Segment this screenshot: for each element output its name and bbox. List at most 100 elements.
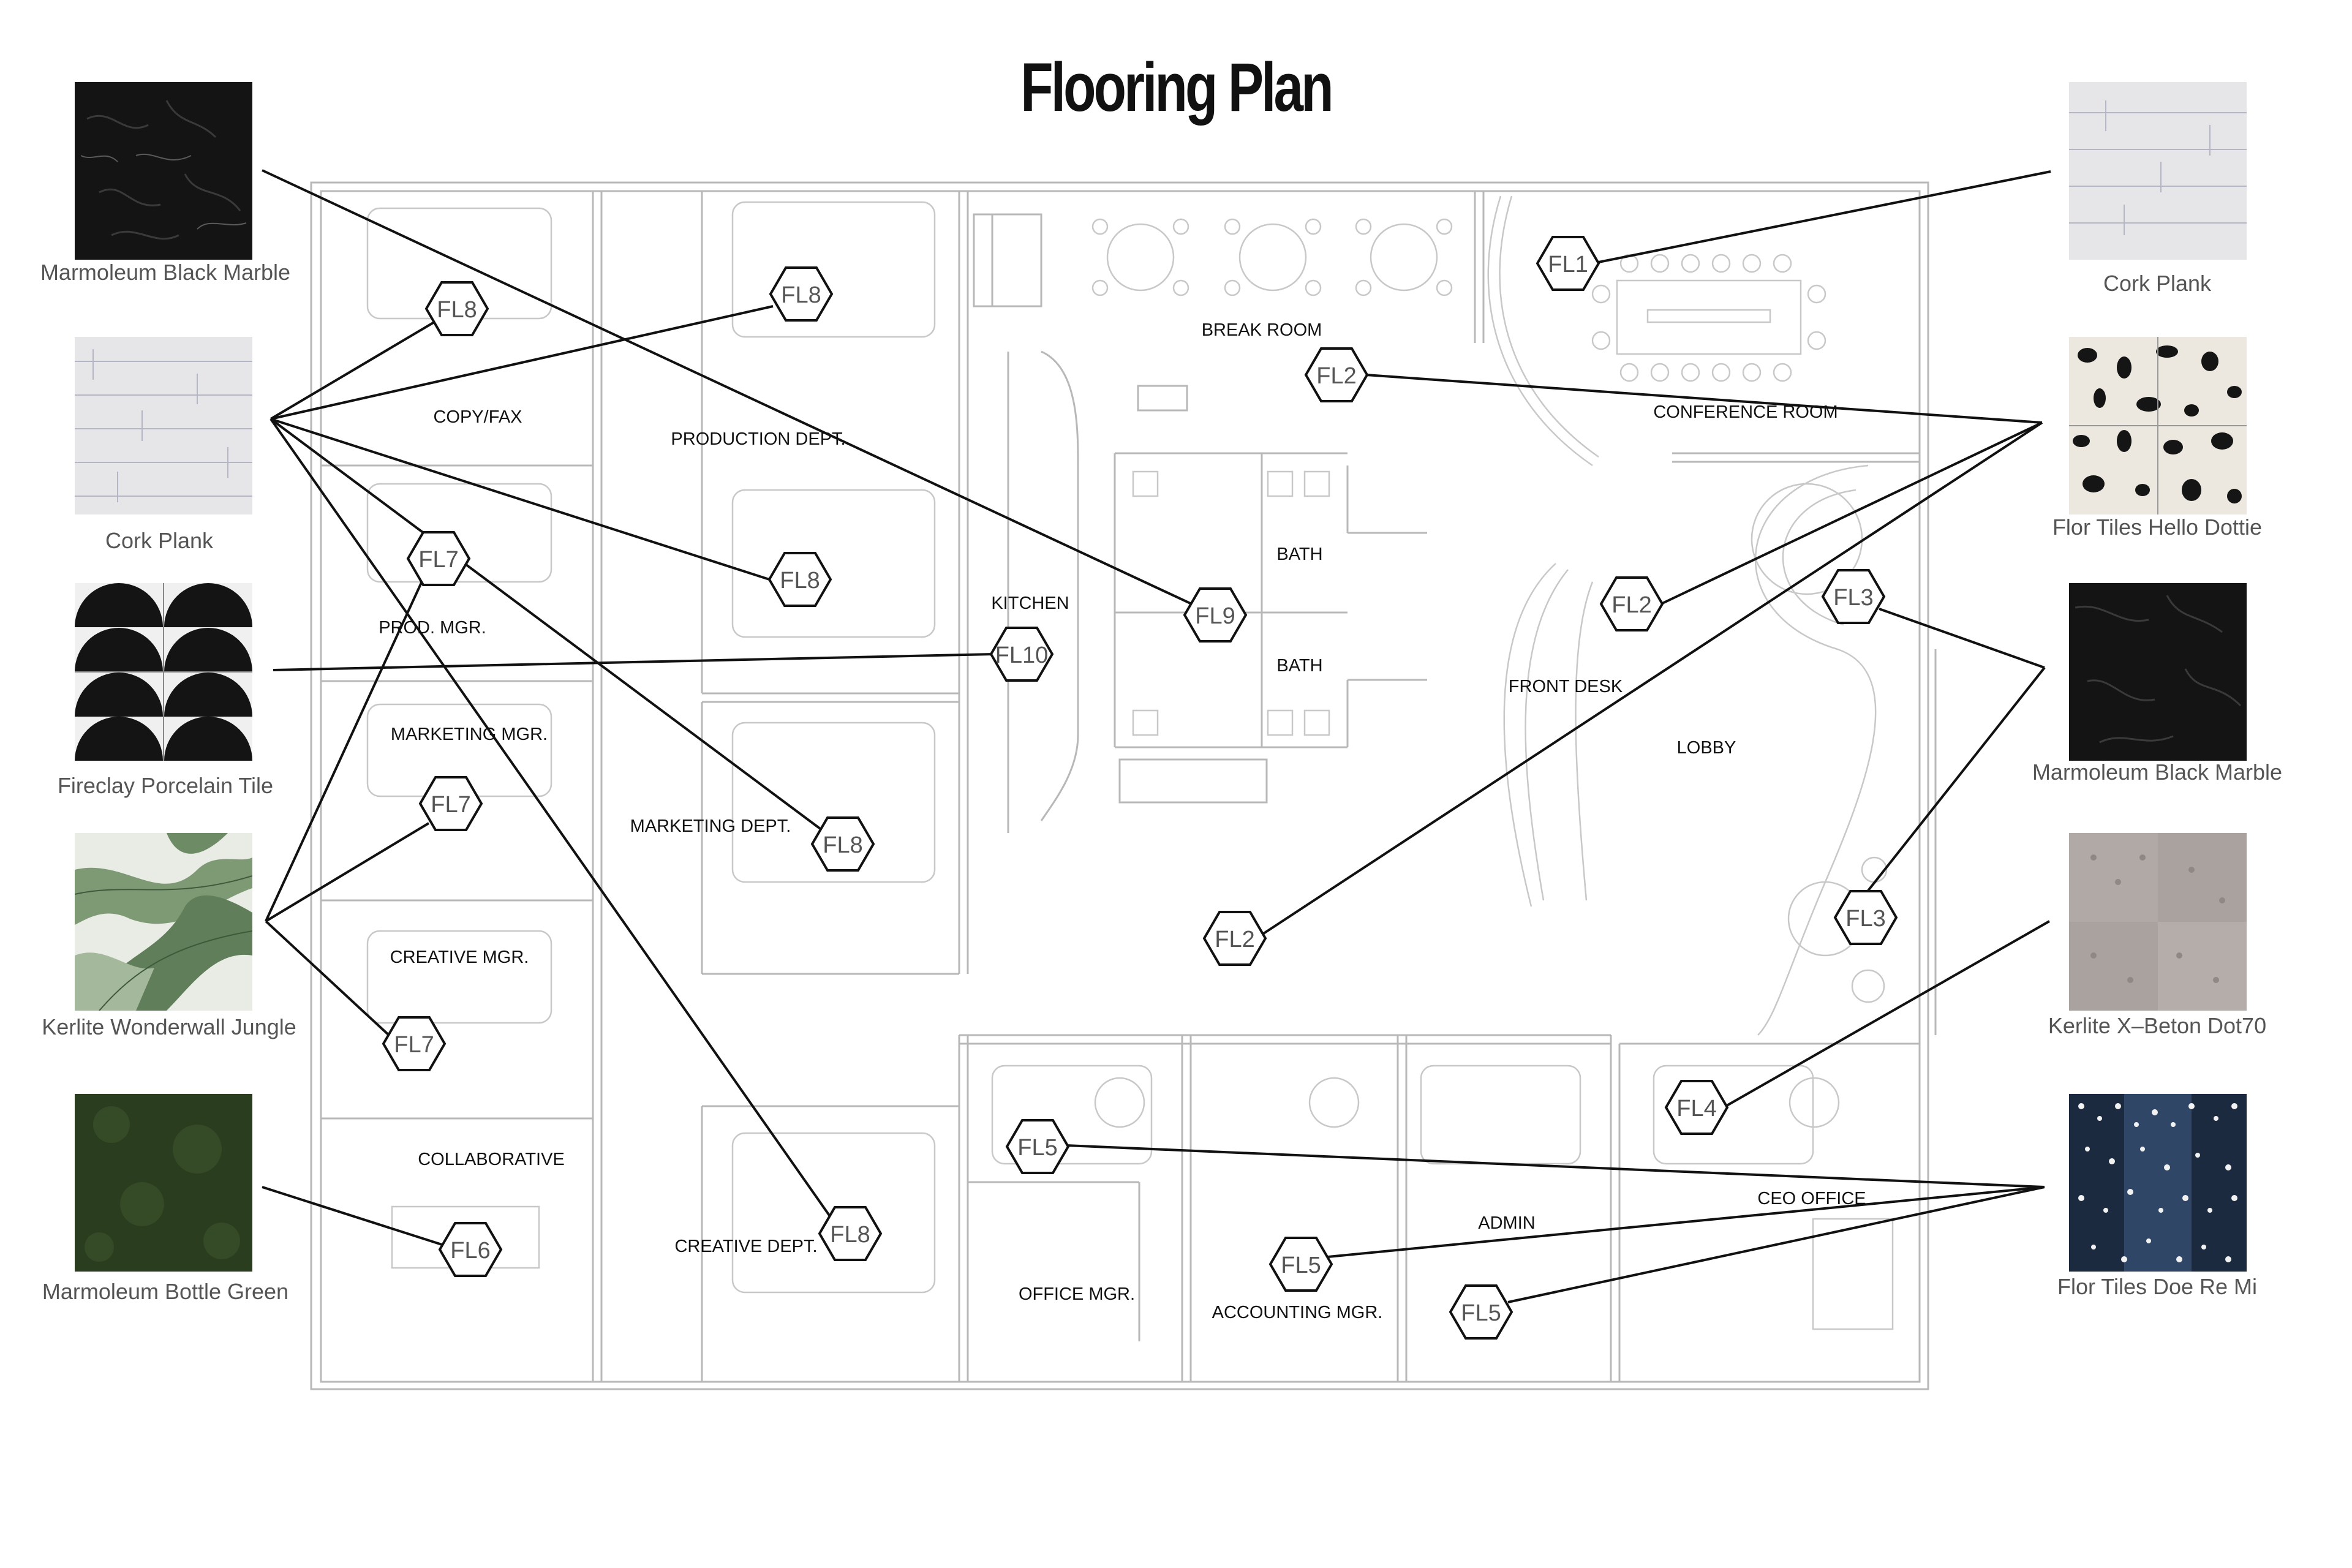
svg-text:FL8: FL8 xyxy=(437,297,477,323)
tag-fl8-d: FL8 xyxy=(810,816,875,872)
tag-fl2-b: FL2 xyxy=(1599,576,1664,631)
svg-text:FL7: FL7 xyxy=(394,1032,434,1058)
tag-fl3-a: FL3 xyxy=(1821,569,1886,624)
label-fireclay-porcelain-tile: Fireclay Porcelain Tile xyxy=(57,773,274,798)
svg-text:FL5: FL5 xyxy=(1461,1300,1501,1326)
leader-line xyxy=(265,920,399,1045)
leader-line xyxy=(262,1186,450,1248)
svg-text:FL10: FL10 xyxy=(995,643,1049,668)
label-marmoleum-bottle-green: Marmoleum Bottle Green xyxy=(42,1279,289,1304)
svg-text:FL9: FL9 xyxy=(1195,603,1235,629)
room-label-admin: ADMIN xyxy=(1478,1213,1535,1233)
leader-line xyxy=(1879,608,2045,669)
room-label-bath-2: BATH xyxy=(1276,656,1322,676)
tag-fl5-c: FL5 xyxy=(1449,1284,1513,1340)
room-label-production-dept: PRODUCTION DEPT. xyxy=(671,429,845,449)
room-label-prod-mgr: PROD. MGR. xyxy=(379,618,486,638)
svg-text:FL2: FL2 xyxy=(1215,927,1254,952)
room-label-marketing-mgr: MARKETING MGR. xyxy=(391,725,548,744)
label-flor-tiles-doe-re-mi: Flor Tiles Doe Re Mi xyxy=(2057,1274,2258,1299)
room-label-break-room: BREAK ROOM xyxy=(1202,320,1322,340)
svg-text:FL2: FL2 xyxy=(1611,592,1651,618)
svg-text:FL5: FL5 xyxy=(1017,1135,1057,1161)
svg-text:FL7: FL7 xyxy=(431,792,470,818)
swatch-flor-tiles-doe-re-mi xyxy=(2069,1094,2247,1272)
tag-fl8-e: FL8 xyxy=(818,1206,883,1261)
room-label-creative-mgr: CREATIVE MGR. xyxy=(390,948,529,967)
swatch-cork-plank-right xyxy=(2069,82,2247,260)
tag-fl10: FL10 xyxy=(989,627,1054,682)
black-marble-pattern xyxy=(2069,583,2247,761)
svg-text:FL3: FL3 xyxy=(1833,585,1873,611)
tag-fl7-b: FL7 xyxy=(418,776,483,831)
leader-line xyxy=(1065,1144,2045,1188)
tag-fl7-a: FL7 xyxy=(406,531,471,586)
leader-line xyxy=(262,169,1216,616)
tag-fl8-b: FL8 xyxy=(769,266,834,322)
svg-text:FL8: FL8 xyxy=(780,568,820,594)
flooring-tags: FL1 FL2 FL2 FL2 FL3 FL3 FL4 FL5 FL5 FL5 … xyxy=(382,236,1898,1340)
svg-text:FL6: FL6 xyxy=(450,1238,490,1264)
label-kerlite-wonderwall-jungle: Kerlite Wonderwall Jungle xyxy=(42,1014,296,1039)
room-label-kitchen: KITCHEN xyxy=(991,594,1069,613)
svg-text:FL5: FL5 xyxy=(1281,1253,1321,1278)
svg-text:FL8: FL8 xyxy=(830,1222,870,1248)
label-marmoleum-black-marble: Marmoleum Black Marble xyxy=(40,260,291,285)
tag-fl1: FL1 xyxy=(1536,236,1600,291)
room-label-accounting-mgr: ACCOUNTING MGR. xyxy=(1212,1303,1383,1322)
tag-fl8-c: FL8 xyxy=(767,552,832,607)
doe-re-mi-pattern xyxy=(2069,1094,2247,1272)
swatch-fireclay-porcelain-tile xyxy=(75,583,252,761)
svg-text:FL8: FL8 xyxy=(781,282,821,308)
svg-text:FL3: FL3 xyxy=(1845,906,1885,932)
label-marmoleum-black-marble-right: Marmoleum Black Marble xyxy=(2032,760,2283,785)
room-label-bath-1: BATH xyxy=(1276,545,1322,564)
svg-text:FL4: FL4 xyxy=(1676,1096,1716,1121)
leader-line xyxy=(1867,666,2046,892)
leader-lines xyxy=(262,169,2051,1303)
leader-line xyxy=(1723,920,2050,1109)
swatch-kerlite-wonderwall-jungle xyxy=(75,833,252,1011)
leader-line xyxy=(270,305,774,420)
leader-line xyxy=(1327,1186,2045,1258)
tag-fl7-c: FL7 xyxy=(382,1016,447,1071)
label-cork-plank-right: Cork Plank xyxy=(2103,271,2212,296)
tag-fl2-a: FL2 xyxy=(1304,347,1369,402)
room-label-office-mgr: OFFICE MGR. xyxy=(1019,1284,1135,1304)
leader-line xyxy=(270,307,458,420)
tag-fl6: FL6 xyxy=(438,1222,503,1277)
page-title: Flooring Plan xyxy=(1020,49,1333,126)
leader-line xyxy=(1507,1186,2045,1303)
swatch-marmoleum-bottle-green xyxy=(75,1094,252,1272)
swatch-kerlite-x-beton-dot70 xyxy=(2069,833,2247,1011)
tag-fl5-b: FL5 xyxy=(1268,1237,1333,1292)
bottle-green-pattern xyxy=(75,1094,252,1272)
tag-fl4: FL4 xyxy=(1664,1080,1729,1135)
svg-text:FL2: FL2 xyxy=(1316,363,1356,389)
label-flor-tiles-hello-dottie: Flor Tiles Hello Dottie xyxy=(2052,514,2263,540)
tag-fl5-a: FL5 xyxy=(1005,1119,1070,1174)
room-label-front-desk: FRONT DESK xyxy=(1509,677,1623,696)
swatch-marmoleum-black-marble-right xyxy=(2069,583,2247,761)
black-marble-pattern xyxy=(75,82,252,260)
leader-line xyxy=(273,653,994,671)
svg-text:FL7: FL7 xyxy=(418,547,458,573)
leader-line xyxy=(265,822,430,922)
cork-pattern xyxy=(75,337,252,514)
swatch-flor-tiles-hello-dottie xyxy=(2069,337,2247,514)
hello-dottie-pattern xyxy=(2069,337,2247,514)
label-cork-plank: Cork Plank xyxy=(105,528,214,553)
leader-line xyxy=(265,558,434,922)
room-label-marketing-dept: MARKETING DEPT. xyxy=(630,816,791,836)
tag-fl8-a: FL8 xyxy=(424,281,489,336)
tag-fl3-b: FL3 xyxy=(1833,890,1898,945)
cork-pattern xyxy=(2069,82,2247,260)
room-label-lobby: LOBBY xyxy=(1677,738,1736,758)
beton-dot-pattern xyxy=(2069,833,2247,1011)
plan-furniture xyxy=(366,195,1894,1330)
room-label-collaborative: COLLABORATIVE xyxy=(418,1150,565,1169)
room-label-creative-dept: CREATIVE DEPT. xyxy=(674,1237,817,1256)
tag-fl2-c: FL2 xyxy=(1202,911,1267,966)
svg-text:FL1: FL1 xyxy=(1548,252,1588,277)
